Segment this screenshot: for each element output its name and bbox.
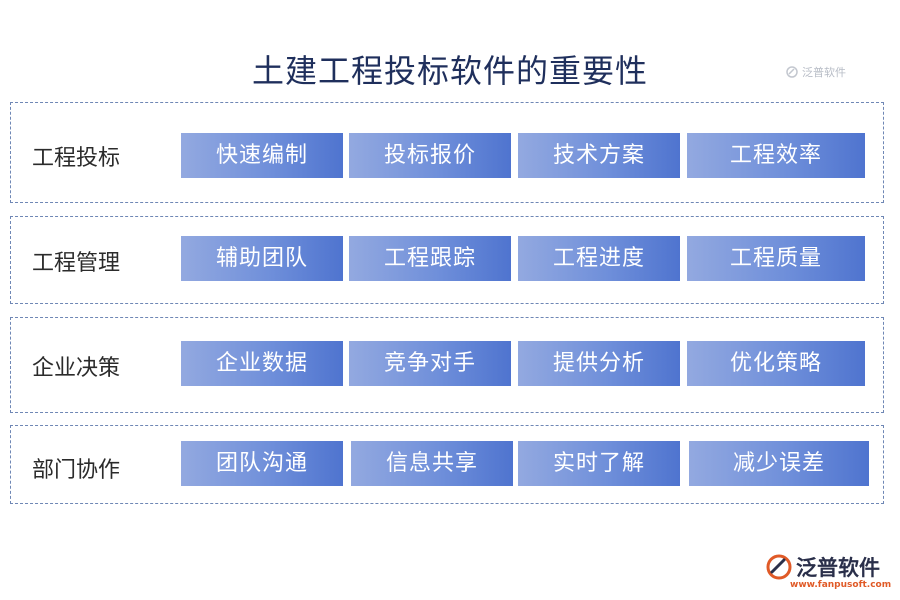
tile-row2-4: 工程质量: [687, 236, 865, 281]
tile-row1-2: 投标报价: [349, 133, 511, 178]
brand-mark-icon: [766, 554, 792, 580]
watermark-text: 泛普软件: [802, 66, 846, 79]
section-row-1: [10, 102, 884, 203]
brand-name: 泛普软件: [796, 556, 880, 580]
tile-row4-4: 减少误差: [689, 441, 869, 486]
tile-row1-3: 技术方案: [518, 133, 680, 178]
watermark-logo: 泛普软件: [786, 64, 846, 80]
tile-row3-1: 企业数据: [181, 341, 343, 386]
section-row-4: [10, 425, 884, 504]
section-row-2: [10, 216, 884, 304]
tile-row2-1: 辅助团队: [181, 236, 343, 281]
brand-url: www.fanpusoft.com: [790, 580, 892, 590]
tile-row3-3: 提供分析: [518, 341, 680, 386]
tile-row4-2: 信息共享: [351, 441, 513, 486]
tile-row2-3: 工程进度: [518, 236, 680, 281]
tile-row3-4: 优化策略: [687, 341, 865, 386]
brand-logo: 泛普软件: [766, 552, 880, 582]
row-label-3: 企业决策: [32, 356, 121, 381]
tile-row1-1: 快速编制: [181, 133, 343, 178]
row-label-1: 工程投标: [32, 146, 121, 171]
page-title: 土建工程投标软件的重要性: [251, 52, 648, 90]
tile-row1-4: 工程效率: [687, 133, 865, 178]
tile-row4-1: 团队沟通: [181, 441, 343, 486]
section-row-3: [10, 317, 884, 413]
tile-row4-3: 实时了解: [518, 441, 680, 486]
tile-row2-2: 工程跟踪: [349, 236, 511, 281]
row-label-2: 工程管理: [32, 251, 121, 276]
row-label-4: 部门协作: [32, 458, 121, 483]
brand-logo-icon: [786, 66, 798, 78]
tile-row3-2: 竞争对手: [349, 341, 511, 386]
